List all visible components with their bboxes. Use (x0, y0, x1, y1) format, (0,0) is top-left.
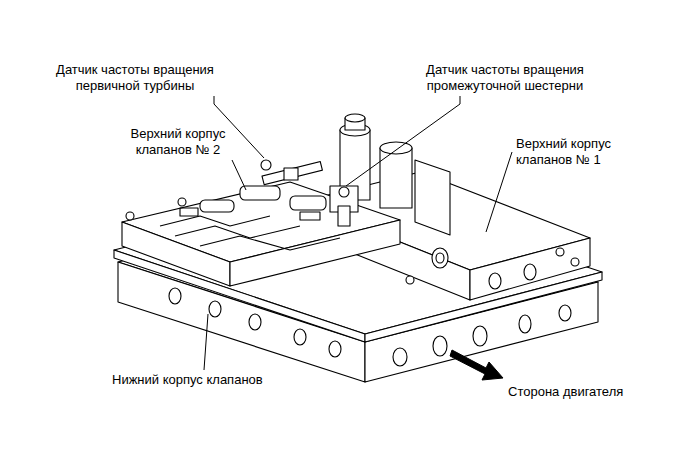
part-label: Сторона двигателя (508, 384, 658, 400)
direction-arrow (450, 350, 503, 380)
bolts (126, 198, 579, 284)
part-label: Датчик частоты вращения первичной турбин… (35, 62, 235, 94)
upper-body-2-channels (160, 208, 340, 250)
turbine-speed-sensor (261, 160, 322, 185)
part-label: Нижний корпус клапанов (112, 372, 312, 388)
intermediate-speed-sensor (330, 186, 358, 226)
upper-body-2-right (230, 220, 400, 286)
upper-body-2-left (122, 222, 230, 286)
tower (340, 114, 450, 235)
valve-bores (200, 186, 326, 212)
upper-body-1-right (470, 238, 590, 300)
upper-body-1-ports (432, 248, 536, 289)
leader-lines (204, 96, 512, 370)
part-label: Верхний корпус клапанов № 2 (118, 126, 238, 158)
part-label: Верхний корпус клапанов № 1 (516, 136, 636, 168)
part-label: Датчик частоты вращения промежуточной ше… (405, 62, 605, 94)
